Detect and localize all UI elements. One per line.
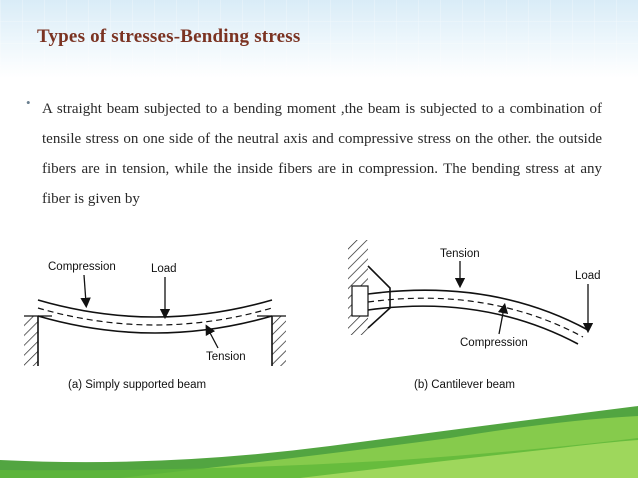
header-background	[0, 0, 638, 78]
simple-beam-neutral-axis	[37, 307, 273, 326]
left-support-hatch	[24, 316, 38, 366]
simple-compression-arrow	[80, 274, 91, 309]
simple-tension-arrow	[205, 324, 219, 349]
right-support-hatch	[272, 316, 286, 366]
simple-beam-caption: (a) Simply supported beam	[68, 379, 206, 391]
cantilever-panel: Tension Load Compression (b) Cantilever …	[348, 240, 601, 391]
cantilever-fixed-end	[351, 285, 369, 317]
cantilever-neutral-axis	[367, 297, 584, 338]
simple-beam-top-edge	[37, 299, 273, 318]
cantilever-beam-top-edge	[367, 289, 589, 331]
bending-figure: Compression Load Tension (a) Simply supp…	[22, 238, 608, 393]
simple-beam-bottom-edge	[37, 315, 273, 334]
bending-diagram: Compression Load Tension (a) Simply supp…	[24, 240, 601, 391]
cantilever-compression-arrow	[497, 302, 509, 335]
cantilever-compression-label: Compression	[460, 337, 528, 349]
slide-title: Types of stresses-Bending stress	[37, 26, 301, 47]
simply-supported-panel: Compression Load Tension (a) Simply supp…	[24, 261, 286, 391]
header-pattern	[0, 0, 638, 70]
cantilever-beam-bottom-edge	[367, 305, 579, 345]
cantilever-beam-caption: (b) Cantilever beam	[414, 379, 515, 391]
simple-compression-label: Compression	[48, 261, 116, 273]
cantilever-clamp	[367, 265, 391, 329]
simple-load-label: Load	[151, 263, 177, 275]
bullet-text: A straight beam subjected to a bending m…	[42, 101, 602, 207]
simple-tension-label: Tension	[206, 351, 246, 363]
bullet-item: • A straight beam subjected to a bending…	[22, 94, 602, 214]
cantilever-tension-label: Tension	[440, 248, 480, 260]
cantilever-load-label: Load	[575, 270, 601, 282]
bullet-dot: •	[26, 95, 31, 110]
bottom-wave-decoration	[0, 406, 638, 478]
